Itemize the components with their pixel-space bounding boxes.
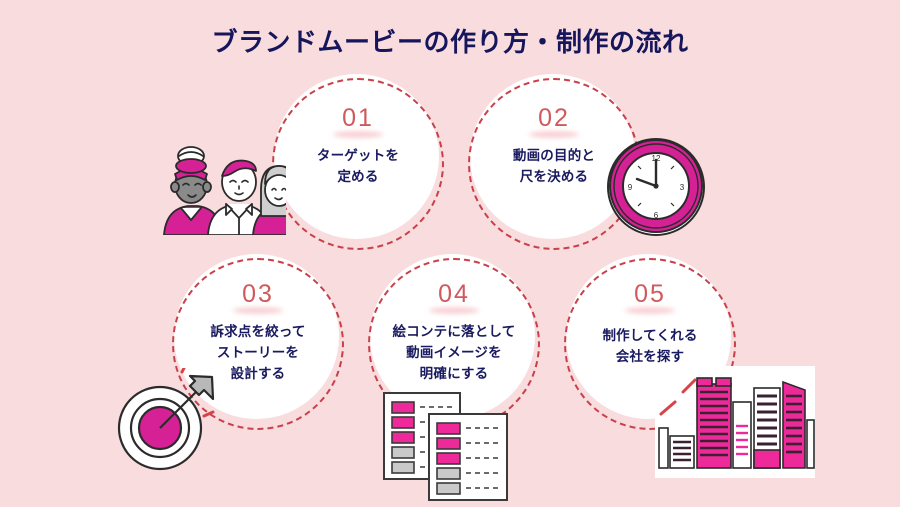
step-label: 絵コンテに落として 動画イメージを 明確にする [393, 322, 516, 385]
step-label-line: ストーリーを [216, 344, 300, 360]
step-label: 動画の目的と 尺を決める [513, 146, 595, 188]
step-label-line: ターゲットを [316, 148, 400, 163]
step-number: 02 [538, 104, 570, 132]
svg-text:6: 6 [654, 211, 659, 220]
three-people-icon [156, 140, 307, 240]
step-label-line: 訴求点を絞って [210, 324, 306, 339]
step-label-line: 明確にする [419, 365, 489, 381]
step-label-line: 絵コンテに落として [392, 324, 516, 339]
step-content: 02 動画の目的と 尺を決める [468, 78, 640, 250]
step-label: 制作してくれる 会社を探す [602, 326, 697, 368]
wall-clock-icon: 12 3 6 9 [604, 134, 708, 243]
step-label-line: 設計する [230, 365, 286, 381]
step-circle-02[interactable]: 02 動画の目的と 尺を決める [468, 74, 640, 250]
step-number: 01 [342, 104, 374, 132]
storyboard-documents-icon [383, 392, 508, 507]
svg-text:12: 12 [652, 154, 661, 163]
step-label-line: 尺を決める [519, 168, 589, 184]
page-title: ブランドムービーの作り方・制作の流れ [211, 27, 689, 57]
step-label: ターゲットを 定める [317, 146, 399, 188]
step-circle-01[interactable]: 01 ターゲットを 定める [272, 74, 444, 250]
city-skyline-icon [655, 366, 815, 483]
step-label-line: 制作してくれる [602, 328, 698, 343]
step-number: 04 [438, 280, 470, 308]
step-content: 05 制作してくれる 会社を探す [564, 258, 736, 430]
step-dashed-ring [172, 258, 344, 430]
svg-text:9: 9 [628, 183, 633, 192]
target-arrow-icon [112, 362, 220, 481]
step-number: 03 [242, 280, 274, 308]
step-content: 04 絵コンテに落として 動画イメージを 明確にする [368, 258, 540, 430]
step-label: 訴求点を絞って ストーリーを 設計する [210, 322, 305, 385]
step-dashed-ring [564, 258, 736, 430]
step-content: 01 ターゲットを 定める [272, 78, 444, 250]
step-number: 05 [634, 280, 666, 308]
step-label-line: 定める [337, 168, 379, 184]
step-label-line: 動画イメージを [406, 344, 502, 360]
step-label-line: 会社を探す [615, 348, 685, 364]
step-content: 03 訴求点を絞って ストーリーを 設計する [172, 258, 344, 430]
svg-text:3: 3 [680, 183, 685, 192]
step-label-line: 動画の目的と [512, 148, 596, 163]
step-dashed-ring [272, 78, 444, 250]
